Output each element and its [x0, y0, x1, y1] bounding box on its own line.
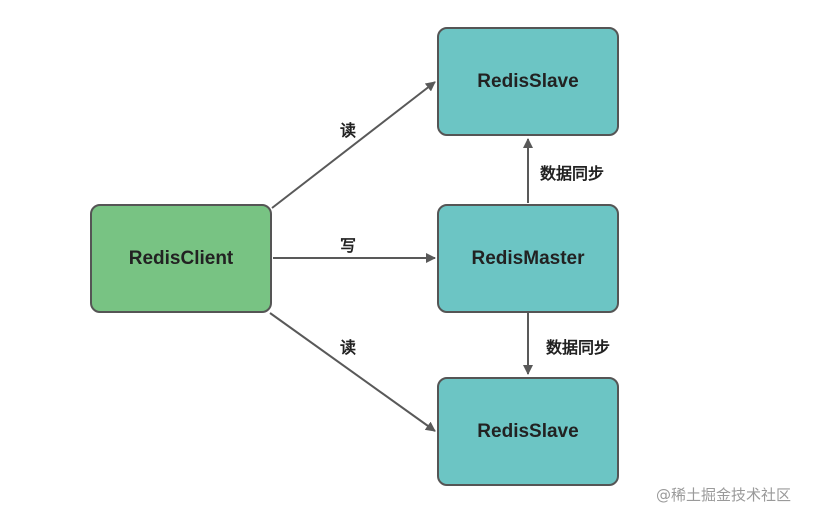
arrow-read-top	[271, 81, 436, 209]
watermark-text: @稀土掘金技术社区	[656, 486, 792, 504]
node-redis-client: RedisClient	[90, 204, 272, 313]
node-redis-slave-top: RedisSlave	[437, 27, 619, 136]
edge-label-sync-up: 数据同步	[540, 164, 605, 183]
node-redis-master: RedisMaster	[437, 204, 619, 313]
edge-label-sync-down: 数据同步	[546, 338, 611, 357]
edge-label-write: 写	[340, 236, 357, 255]
arrow-read-bottom	[269, 312, 436, 432]
edge-label-read-bottom: 读	[340, 338, 357, 357]
node-redis-slave-bottom: RedisSlave	[437, 377, 619, 486]
edge-label-read-top: 读	[340, 121, 357, 140]
